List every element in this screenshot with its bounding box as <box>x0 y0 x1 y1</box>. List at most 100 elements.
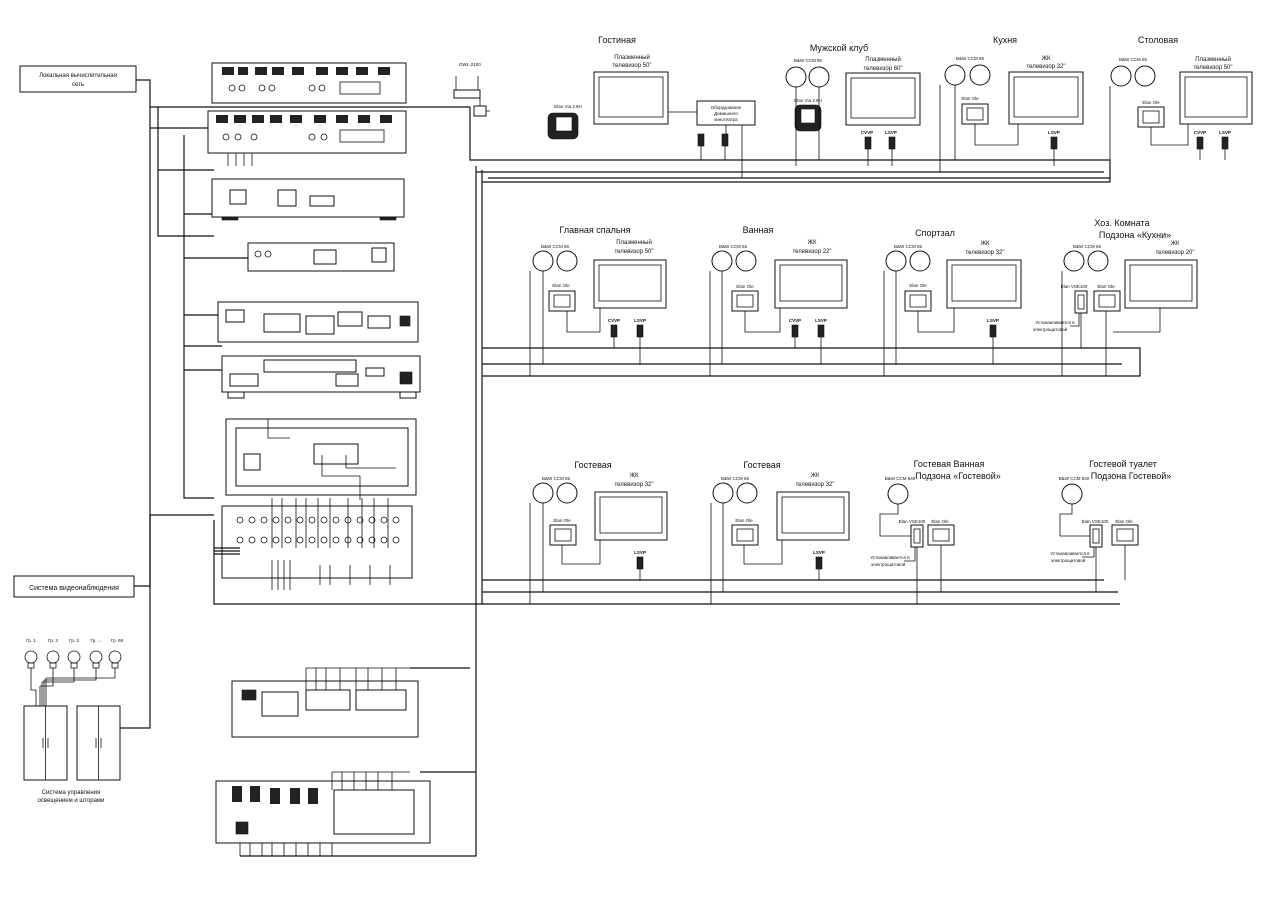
switch-icon <box>721 133 729 147</box>
bulb-label: Гр. 3 <box>69 638 79 643</box>
speaker-icon <box>1063 250 1085 272</box>
keypad-label: Elan Ole <box>931 519 949 524</box>
bulb-icon <box>108 650 122 669</box>
speaker-icon <box>909 250 931 272</box>
tv-label: телевизор 32" <box>1026 64 1065 70</box>
tv-screen <box>593 259 667 309</box>
note-label: электрощитовой <box>1033 326 1068 332</box>
switch-icon <box>1196 136 1204 150</box>
room-title: Гостевой туалет <box>1089 459 1157 469</box>
tv-screen <box>845 72 921 126</box>
bulb-label: Гр. ... <box>91 638 102 643</box>
switch-label: LSVP <box>885 130 897 135</box>
bulb-icon <box>89 650 103 669</box>
tv-label: телевизор 50" <box>1193 65 1232 71</box>
rack-device-1 <box>211 62 407 104</box>
tv-label: телевизор 32" <box>614 482 653 488</box>
keypad-icon <box>549 524 577 546</box>
room-subtitle: Подзона «Гостевой» <box>915 471 1001 481</box>
volume-control-icon <box>1074 290 1088 314</box>
room-title: Гостиная <box>598 35 636 45</box>
bulb-label: Гр. 1 <box>26 638 36 643</box>
speaker-icon <box>735 250 757 272</box>
room-title: Хоз. Комната <box>1094 218 1149 228</box>
lighting-label-line1: Система управления <box>42 790 101 796</box>
switch-label: LSVP <box>634 550 646 555</box>
tv-label: телевизор 32" <box>795 482 834 488</box>
switch-label: LSVP <box>1048 130 1060 135</box>
speaker-icon <box>808 66 830 88</box>
volume-control-icon <box>910 524 924 548</box>
switch-icon <box>817 324 825 338</box>
keypad-label: Elan Ole <box>1115 519 1133 524</box>
switch-label: LSVP <box>1219 130 1231 135</box>
rack-device-4 <box>247 242 395 272</box>
room-title: Кухня <box>993 35 1017 45</box>
switch-icon <box>815 556 823 570</box>
cinema-label: Оборудование <box>711 105 742 110</box>
switch-label: LSVP <box>987 318 999 323</box>
room-title: Гостевая Ванная <box>914 459 985 469</box>
keypad-icon <box>927 524 955 546</box>
tv-label: телевизор 20" <box>1155 250 1194 256</box>
trunk-line <box>482 579 1118 593</box>
switch-icon <box>888 136 896 150</box>
bus-line <box>120 79 151 729</box>
speaker-label: B&W CCM 65 <box>1073 244 1102 249</box>
speaker-label: B&W CCM 65 <box>894 244 923 249</box>
speaker-label: B&W CCM 65 <box>1119 57 1148 62</box>
rack-amplifier-3 <box>215 771 431 856</box>
switch-label: CVVP <box>608 318 620 323</box>
lighting-groups: Гр. 1 Гр. 2 Гр. 3 Гр. ... Гр. 69 <box>24 638 124 706</box>
tv-screen <box>1179 71 1253 125</box>
bulb-label: Гр. 2 <box>48 638 58 643</box>
switch-icon <box>1221 136 1229 150</box>
network-box <box>19 65 137 93</box>
speaker-label: B&W CCM 640 <box>1059 476 1090 481</box>
lighting-cabinets <box>23 705 121 781</box>
tv-label: ЖК <box>807 240 817 246</box>
switch-icon <box>989 324 997 338</box>
room-title: Ванная <box>743 225 774 235</box>
bus-line <box>134 106 470 587</box>
note-label: электрощитовой <box>871 561 906 567</box>
tv-label: ЖК <box>810 473 820 479</box>
speaker-icon <box>532 482 554 504</box>
switch-icon <box>1050 136 1058 150</box>
cinema-box <box>696 100 756 126</box>
keypad-label: Elan Ole <box>735 518 753 523</box>
switch-icon <box>864 136 872 150</box>
tv-screen <box>594 491 668 541</box>
tv-label: телевизор 50" <box>612 63 651 69</box>
speaker-icon <box>532 250 554 272</box>
rack-device-6 <box>221 355 421 399</box>
rack-matrix <box>214 498 413 590</box>
switch-icon <box>636 556 644 570</box>
volume-label: Elan VSE100 <box>1061 284 1088 289</box>
cinema-label: кинотеатра <box>714 117 738 122</box>
tv-label: ЖК <box>1170 241 1180 247</box>
keypad-icon <box>1111 524 1139 546</box>
video-label: Система видеонаблюдения <box>29 584 119 592</box>
speaker-label: B&W CCM 65 <box>719 244 748 249</box>
switch-label: LSVP <box>813 550 825 555</box>
keypad-label: Elan Ole <box>961 96 979 101</box>
keypad-icon <box>1093 290 1121 312</box>
note-label: Устанавливается в <box>1050 551 1090 556</box>
network-label-line2: сеть <box>72 82 84 88</box>
keypad-icon <box>904 290 932 312</box>
speaker-label: B&W CCM 65 <box>542 476 571 481</box>
room-title: Гостевая <box>743 460 780 470</box>
rack-device-5 <box>217 301 419 343</box>
speaker-label: B&W CCM 65 <box>956 56 985 61</box>
speaker-label: B&W CCM 65 <box>721 476 750 481</box>
rack-device-2 <box>207 110 407 166</box>
speaker-label: B&W CCM 80 <box>794 58 823 63</box>
switch-label: LSVP <box>815 318 827 323</box>
bus-line <box>157 107 214 237</box>
switch-icon <box>791 324 799 338</box>
keypad-icon <box>731 524 759 546</box>
switch-icon <box>636 324 644 338</box>
keypad-label: Elan Ole <box>1142 100 1160 105</box>
tv-label: телевизор 50" <box>614 249 653 255</box>
